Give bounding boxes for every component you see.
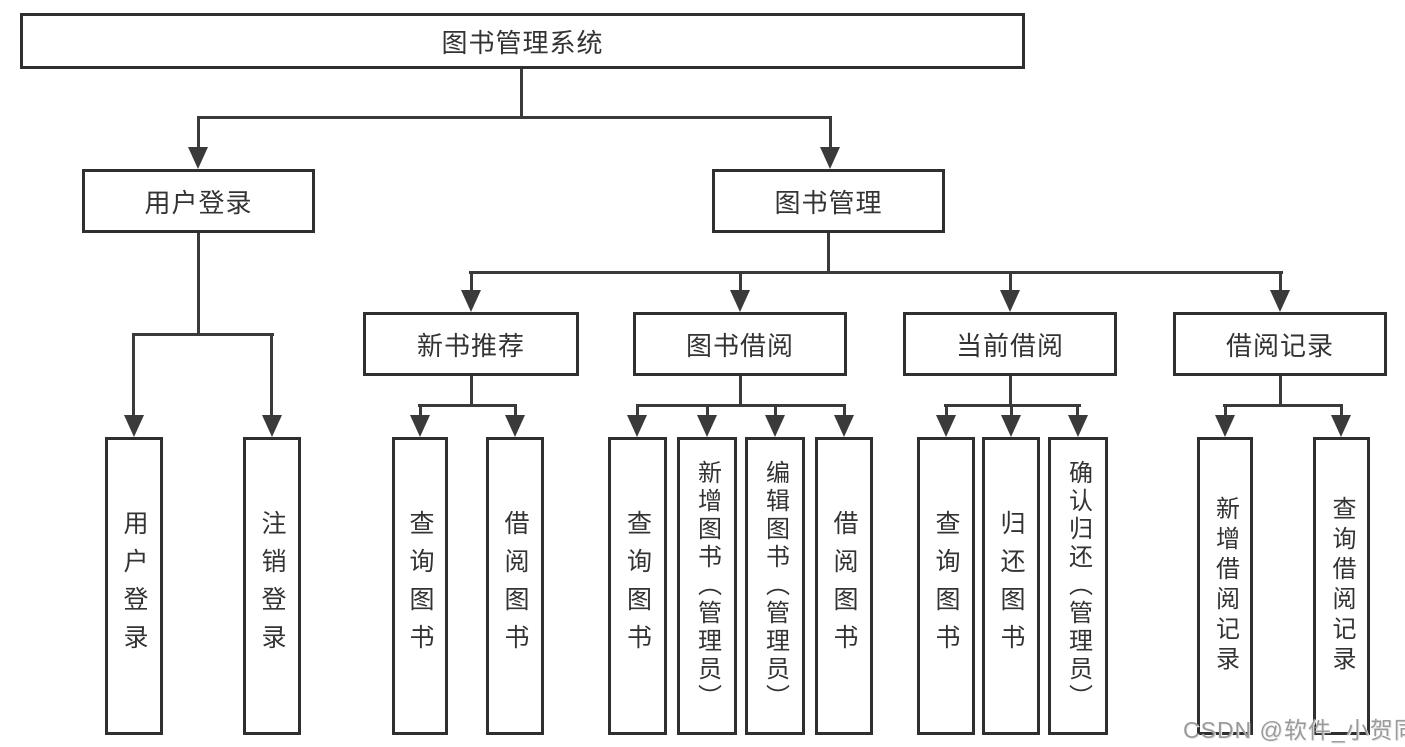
node-book-borrow: 图书借阅 [633,312,847,376]
node-edit-books-admin-label: 编辑图书（管理员） [761,460,789,712]
connector-current-borrow-stem [1009,374,1012,406]
node-book-management: 图书管理 [712,169,945,233]
arrowhead-down-icon [188,147,208,169]
arrowhead-down-icon [1331,415,1351,437]
connector-user-login-rail [132,333,274,336]
node-borrow-records-label: 借阅记录 [1225,330,1334,361]
arrowhead-down-icon [1001,415,1021,437]
node-borrow-records: 借阅记录 [1173,312,1387,376]
node-borrow-books-recommend: 借阅图书 [486,437,544,735]
node-confirm-return-admin-label: 确认归还（管理员） [1064,460,1092,712]
arrowhead-down-icon [124,415,144,437]
node-add-books-admin-label: 新增图书（管理员） [693,460,721,712]
node-query-borrow-record: 查询借阅记录 [1313,437,1370,735]
connector-leaf-drop [1340,404,1343,418]
arrowhead-down-icon [936,415,956,437]
node-return-books-label: 归还图书 [997,510,1025,662]
node-current-borrow: 当前借阅 [903,312,1117,376]
connector-level3-rail [469,271,1283,274]
connector-root-stem [520,69,523,119]
node-add-books-admin: 新增图书（管理员） [677,437,737,735]
node-user-login-label: 用户登录 [144,187,253,218]
connector-leaf-drop [419,404,422,418]
node-add-borrow-record: 新增借阅记录 [1197,437,1253,735]
connector-leaf-drop [514,404,517,418]
connector-book-borrow-stem [739,374,742,406]
node-borrow-books-recommend-label: 借阅图书 [501,510,529,662]
node-query-books-recommend: 查询图书 [392,437,448,735]
arrowhead-down-icon [627,415,647,437]
arrowhead-down-icon [765,415,785,437]
node-logout-action-label: 注销登录 [258,510,286,662]
connector-new-book-rail [418,404,517,407]
arrowhead-down-icon [1068,415,1088,437]
connector-new-book-drop [470,271,473,293]
arrowhead-down-icon [1215,415,1235,437]
connector-leaf-drop [1010,404,1013,418]
connector-user-login-stem [197,232,200,335]
connector-book-borrow-rail [636,404,846,407]
connector-borrow-records-stem [1279,374,1282,406]
arrowhead-down-icon [820,147,840,169]
node-logout-action: 注销登录 [243,437,301,735]
node-user-login-action-label: 用户登录 [120,510,148,662]
node-new-book-recommend: 新书推荐 [363,312,579,376]
node-borrow-books: 借阅图书 [815,437,873,735]
node-book-management-label: 图书管理 [774,187,883,218]
node-new-book-recommend-label: 新书推荐 [416,330,525,361]
connector-borrow-records-rail [1223,404,1343,407]
node-library-system: 图书管理系统 [20,13,1025,69]
connector-current-borrow-drop [1009,271,1012,293]
connector-level2-rail [197,116,832,119]
node-book-borrow-label: 图书借阅 [685,330,794,361]
node-query-books-borrow: 查询图书 [608,437,667,735]
node-query-books-borrow-label: 查询图书 [623,510,652,662]
connector-leaf-drop [945,404,948,418]
arrowhead-down-icon [410,415,430,437]
connector-borrow-records-drop [1279,271,1282,293]
connector-leaf-drop [1076,404,1079,418]
node-current-borrow-label: 当前借阅 [955,330,1064,361]
node-query-books-current: 查询图书 [917,437,975,735]
connector-book-borrow-drop [739,271,742,293]
connector-leaf-drop [706,404,709,418]
node-borrow-books-label: 借阅图书 [830,510,858,662]
node-query-books-recommend-label: 查询图书 [406,510,434,662]
node-user-login: 用户登录 [82,169,315,233]
node-library-system-label: 图书管理系统 [441,27,604,58]
node-edit-books-admin: 编辑图书（管理员） [745,437,805,735]
connector-user-login-drop [197,116,200,150]
node-query-borrow-record-label: 查询借阅记录 [1328,496,1355,676]
arrowhead-down-icon [1270,290,1290,312]
connector-leaf-drop [636,404,639,418]
connector-leaf-drop [843,404,846,418]
node-add-borrow-record-label: 新增借阅记录 [1211,496,1239,676]
connector-login-drop [132,333,135,417]
arrowhead-down-icon [505,415,525,437]
arrowhead-down-icon [461,290,481,312]
arrowhead-down-icon [262,415,282,437]
arrowhead-down-icon [730,290,750,312]
arrowhead-down-icon [1000,290,1020,312]
node-user-login-action: 用户登录 [105,437,163,735]
arrowhead-down-icon [834,415,854,437]
node-query-books-current-label: 查询图书 [932,510,960,662]
connector-book-management-stem [827,232,830,274]
csdn-watermark: CSDN @软件_小贺同学 [1183,717,1405,743]
connector-book-management-drop [829,116,832,150]
connector-leaf-drop [774,404,777,418]
node-confirm-return-admin: 确认归还（管理员） [1048,437,1108,735]
connector-leaf-drop [1224,404,1227,418]
arrowhead-down-icon [697,415,717,437]
node-return-books: 归还图书 [982,437,1040,735]
connector-logout-drop [270,333,273,417]
connector-new-book-stem [470,374,473,406]
